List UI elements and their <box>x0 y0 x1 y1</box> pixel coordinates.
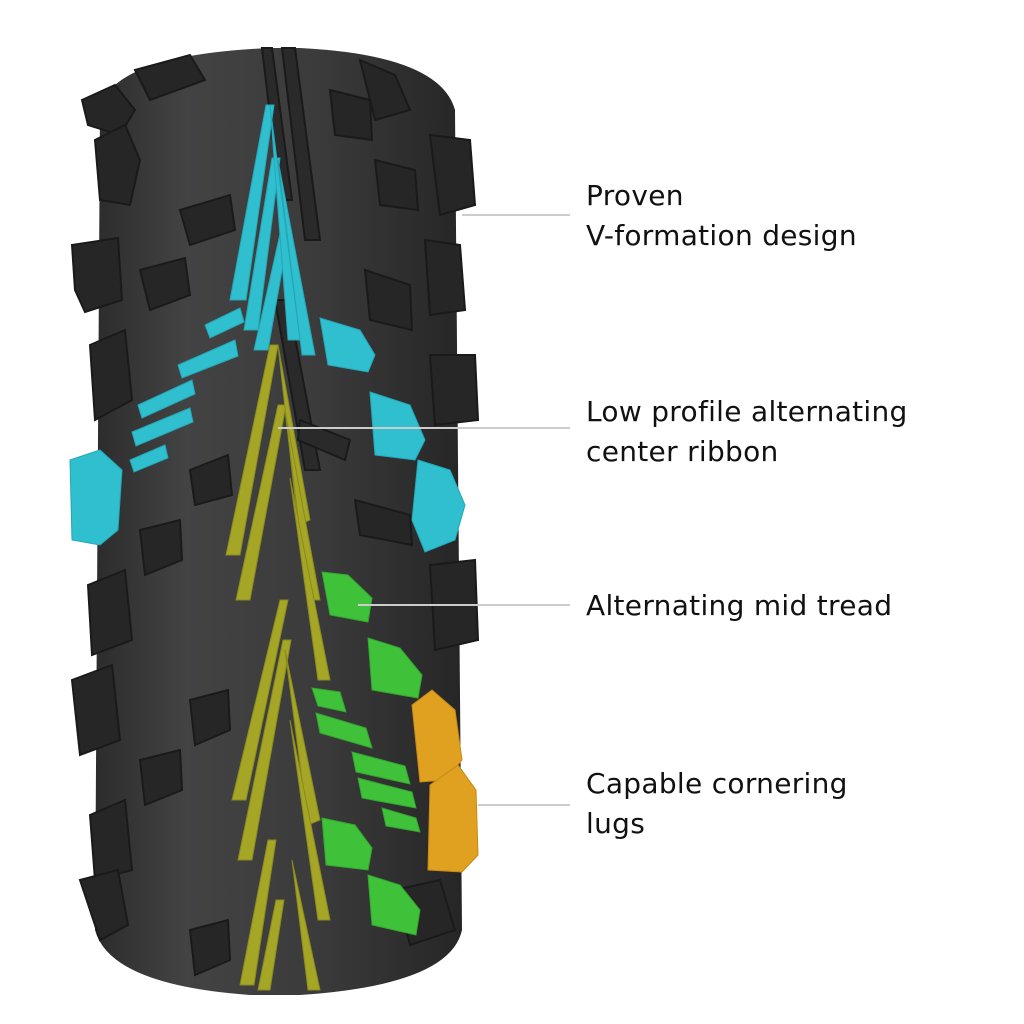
tire-knob <box>188 688 232 747</box>
center-ribbon-stripe <box>237 639 292 861</box>
tire-knob <box>88 328 134 422</box>
callout-line: Capable cornering <box>586 767 848 800</box>
center-ribbon-stripe <box>231 599 289 801</box>
v-formation-stripe <box>137 379 196 419</box>
tire-knob <box>428 354 480 427</box>
callout-line: Alternating mid tread <box>586 589 893 622</box>
tire-knob <box>93 123 142 207</box>
mid-tread-lug <box>315 712 373 749</box>
tire-knob <box>423 238 467 317</box>
v-formation-stripe <box>229 104 275 301</box>
callout-v-formation: Proven V-formation design <box>586 176 857 256</box>
tire-knob <box>428 133 477 217</box>
mid-tread-lug <box>311 687 347 713</box>
mid-tread-lug <box>321 571 373 623</box>
tire-knob <box>138 256 192 312</box>
center-ribbon-stripe <box>289 719 331 921</box>
mid-tread-lug <box>357 777 417 809</box>
center-ribbon-stripe <box>284 649 321 826</box>
center-ribbon-stripe <box>289 477 331 681</box>
tire-knob <box>86 568 134 657</box>
center-ribbon-dark <box>296 418 352 462</box>
callout-line: V-formation design <box>586 219 857 252</box>
tire-knob <box>138 748 184 807</box>
mid-tread-lug <box>321 817 373 871</box>
center-ribbon-stripe <box>257 899 285 991</box>
callout-mid-tread: Alternating mid tread <box>586 586 892 626</box>
tire-knob <box>188 453 234 507</box>
v-formation-stripe <box>131 407 194 447</box>
center-ribbon-stripe <box>235 404 287 601</box>
tire-knob <box>70 236 124 314</box>
tire-knob <box>138 518 184 577</box>
tire-knob <box>363 268 414 332</box>
mid-tread-lug <box>367 874 421 936</box>
tire-knob <box>88 798 134 882</box>
tire-knob <box>178 193 237 247</box>
center-ribbon-dark <box>280 47 322 241</box>
center-ribbon-stripe <box>225 344 279 556</box>
tire-knob <box>328 88 374 142</box>
v-formation-lug <box>69 449 123 546</box>
mid-tread-lug <box>381 807 421 833</box>
center-ribbon-stripe <box>291 859 321 991</box>
tire-knob <box>133 53 207 102</box>
mid-tread-lug <box>367 637 423 699</box>
v-formation-lug <box>319 317 376 373</box>
callout-line: Proven <box>586 179 684 212</box>
tire-knob <box>70 663 122 757</box>
tire-knob <box>78 868 130 942</box>
callout-line: Low profile alternating <box>586 395 908 428</box>
v-formation-lug <box>411 459 466 553</box>
callout-line: lugs <box>586 807 646 840</box>
tire-knob <box>373 158 420 212</box>
tire-knob <box>353 498 414 547</box>
center-ribbon-stripe <box>239 839 277 986</box>
v-formation-lug <box>369 391 426 461</box>
callout-cornering-lugs: Capable cornering lugs <box>586 764 848 844</box>
v-formation-stripe <box>204 307 245 339</box>
cornering-lug <box>411 689 463 783</box>
tire-knob <box>80 83 137 137</box>
tire-knob <box>188 918 232 977</box>
callout-center-ribbon: Low profile alternating center ribbon <box>586 392 908 472</box>
mid-tread-lug <box>351 751 411 785</box>
cornering-lug <box>427 764 479 873</box>
callout-line: center ribbon <box>586 435 779 468</box>
v-formation-stripe <box>177 339 239 379</box>
v-formation-stripe <box>129 444 169 473</box>
v-formation-stripe <box>277 159 316 356</box>
